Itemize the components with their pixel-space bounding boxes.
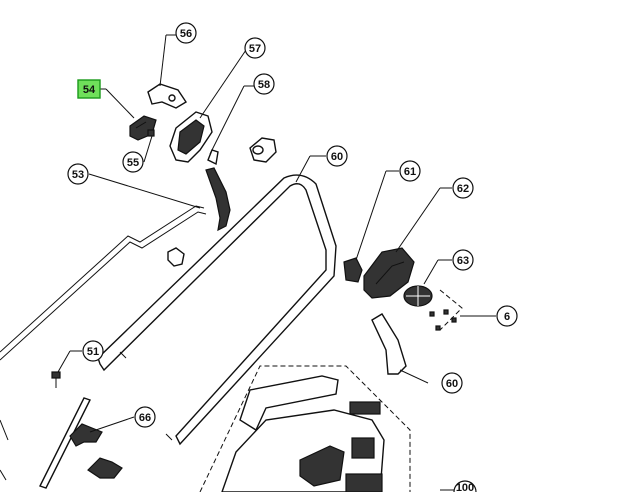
callout-63-label: 63 [457, 255, 469, 267]
part-56-key [147, 83, 187, 109]
callout-56-label: 56 [180, 28, 192, 40]
callout-53-label: 53 [72, 169, 84, 181]
part-63-fan [403, 285, 433, 307]
callout-58[interactable]: 58 [253, 73, 275, 95]
callout-55-label: 55 [127, 157, 139, 169]
callout-51[interactable]: 51 [82, 340, 104, 362]
part-handle-bar [97, 174, 337, 446]
part-6-screws [429, 289, 463, 331]
callout-57-label: 57 [249, 43, 261, 55]
callout-66[interactable]: 66 [134, 406, 156, 428]
callout-56[interactable]: 56 [175, 22, 197, 44]
part-clip [167, 247, 185, 267]
callout-63[interactable]: 63 [452, 249, 474, 271]
callout-6-label: 6 [504, 311, 510, 323]
part-66-knobs [69, 423, 123, 479]
callout-66-label: 66 [139, 412, 151, 424]
part-lower-rod [0, 397, 91, 489]
part-53-rod [0, 205, 207, 361]
callout-55[interactable]: 55 [122, 151, 144, 173]
part-61-bracket [343, 257, 363, 283]
part-60-hose [371, 313, 407, 375]
callout-54-label: 54 [83, 84, 96, 96]
callout-54-highlighted[interactable]: 54 [77, 79, 101, 99]
callout-51-label: 51 [87, 346, 99, 358]
part-58-lever [205, 149, 231, 232]
callout-58-label: 58 [258, 79, 270, 91]
callout-62[interactable]: 62 [452, 177, 474, 199]
callout-60-lower-label: 60 [446, 378, 458, 390]
callout-61-label: 61 [404, 166, 416, 178]
part-55-screw [147, 129, 155, 137]
part-51-bolt [51, 371, 61, 388]
callout-57[interactable]: 57 [244, 37, 266, 59]
callout-100-label: 100 [456, 482, 474, 492]
callout-53[interactable]: 53 [67, 163, 89, 185]
leader-lines [57, 34, 496, 491]
callout-61[interactable]: 61 [399, 160, 421, 182]
part-elbow-connector [249, 137, 277, 163]
callout-60-lower[interactable]: 60 [441, 372, 463, 394]
part-100-deck [199, 365, 411, 492]
callout-60-upper-label: 60 [331, 151, 343, 163]
callout-100[interactable]: 100 [453, 480, 477, 492]
callout-6[interactable]: 6 [496, 305, 518, 327]
callout-62-label: 62 [457, 183, 469, 195]
part-62-housing [363, 247, 415, 299]
part-57-switch-box [169, 111, 213, 163]
callout-60-upper[interactable]: 60 [326, 145, 348, 167]
